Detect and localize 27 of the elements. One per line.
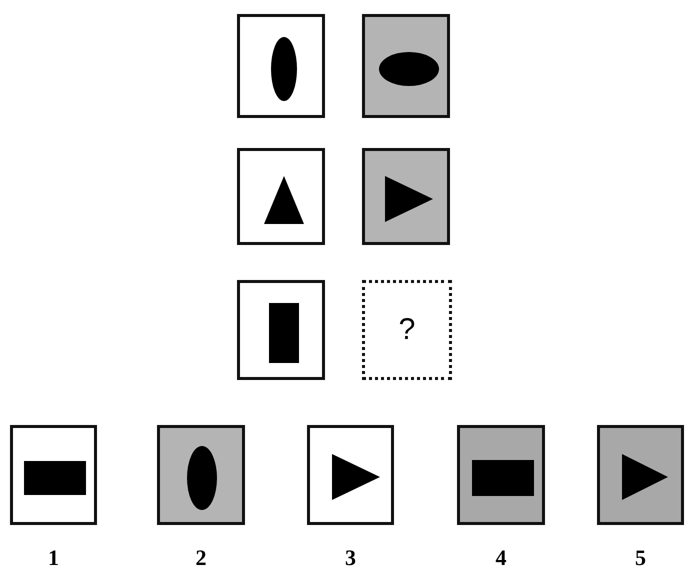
figure-tile [597,425,684,525]
triangle-shape [385,176,433,222]
triangle-shape [332,454,380,500]
triangle-shape [264,176,304,224]
figure-tile [237,14,325,118]
figure-tile [157,425,245,525]
ellipse-shape [271,37,297,101]
answer-slot [362,280,452,380]
ellipse-shape [187,446,217,510]
rectangle-shape [472,460,534,496]
question-mark: ? [398,313,416,347]
rectangle-shape [269,303,299,363]
ellipse-shape [379,52,439,86]
option-number: 4 [494,545,508,571]
option-number: 2 [194,545,208,571]
figure-tile [10,425,97,525]
option-number: 3 [344,545,357,571]
figure-tile [237,280,325,380]
figure-tile [307,425,394,525]
figure-tile [362,148,450,245]
figure-tile [237,148,325,245]
option-number: 1 [47,545,60,571]
option-number: 5 [634,545,647,571]
figure-tile [362,14,450,118]
rectangle-shape [24,461,86,495]
figure-tile [457,425,545,525]
triangle-shape [622,454,668,500]
